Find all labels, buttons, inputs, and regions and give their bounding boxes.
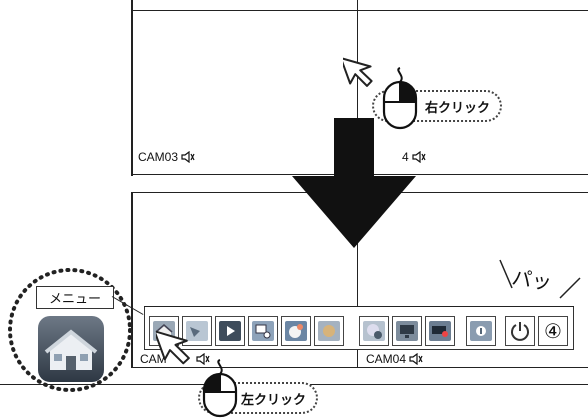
- camera-label-cam-bottom-left: CAM: [140, 352, 167, 366]
- audio-mute-icon: [412, 151, 426, 163]
- camera-label-cam03: CAM03: [138, 150, 195, 164]
- info-icon: [470, 321, 492, 341]
- top-panel-top-border: [131, 10, 588, 11]
- color-icon: [318, 321, 340, 341]
- toolbar-color-button[interactable]: [314, 316, 344, 346]
- bottom-panel-divider: [357, 192, 358, 368]
- record-icon: [363, 321, 385, 341]
- toolbar-quad-view-button[interactable]: ④: [538, 316, 568, 346]
- toolbar-info-button[interactable]: [466, 316, 496, 346]
- camera-label-cam04: CAM04: [366, 352, 423, 366]
- audio-mute-icon: [196, 352, 210, 370]
- bottom-panel-left-border: [131, 192, 133, 368]
- camera-name: CAM04: [366, 352, 407, 366]
- mouse-right-click-icon: [382, 67, 418, 130]
- toolbar-monitor-button[interactable]: [392, 316, 422, 346]
- menu-label: メニュー: [36, 286, 114, 309]
- left-click-label: 左クリック: [240, 392, 306, 408]
- right-click-label: 右クリック: [424, 100, 490, 116]
- bottom-panel-bottom-border: [131, 367, 588, 368]
- menu-highlight-circle: [8, 268, 132, 392]
- camera-name: CAM: [140, 352, 167, 366]
- power-icon: [511, 322, 529, 341]
- toolbar-top-line: [144, 306, 574, 307]
- ptz-icon: [285, 321, 307, 341]
- down-arrow-icon: [292, 118, 416, 248]
- quad-view-icon: ④: [544, 319, 562, 343]
- toolbar-playback-button[interactable]: [215, 316, 245, 346]
- audio-mute-icon: [181, 151, 195, 163]
- top-panel-divider: [357, 0, 358, 176]
- toolbar-power-button[interactable]: [505, 316, 535, 346]
- search-icon: [186, 321, 208, 341]
- mouse-left-click-icon: [202, 359, 238, 418]
- toolbar-network-button[interactable]: [425, 316, 455, 346]
- top-panel-left-border: [131, 0, 133, 176]
- audio-mute-icon: [409, 353, 423, 365]
- toolbar-record-button[interactable]: [359, 316, 389, 346]
- camera-name: 4: [402, 150, 409, 164]
- toolbar-display-button[interactable]: [248, 316, 278, 346]
- play-icon: [219, 321, 241, 341]
- camera-name: CAM03: [138, 150, 179, 164]
- toolbar-ptz-button[interactable]: [281, 316, 311, 346]
- monitor-icon: [396, 321, 418, 341]
- mouse-cursor-icon: [343, 57, 373, 87]
- home-icon: [44, 329, 98, 370]
- menu-app-icon[interactable]: [38, 316, 104, 382]
- mouse-cursor-icon: [156, 330, 190, 365]
- network-icon: [429, 321, 451, 341]
- camera-label-cam04-top: 4: [402, 150, 426, 164]
- burst-lines-icon: [499, 259, 581, 299]
- display-icon: [252, 321, 274, 341]
- pa-sound-label: パッ: [510, 265, 554, 295]
